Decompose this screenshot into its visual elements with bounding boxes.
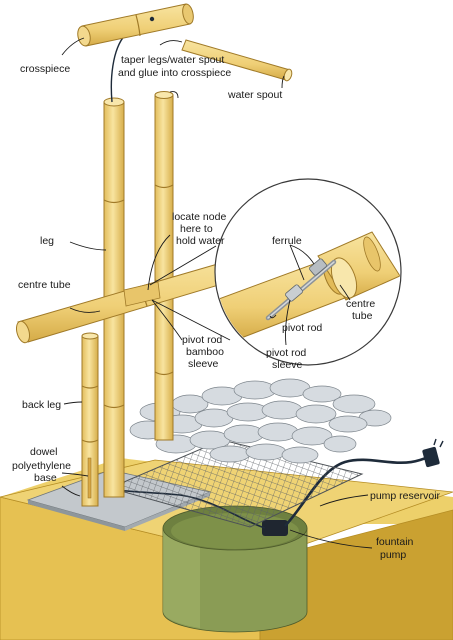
pump-reservoir bbox=[162, 505, 308, 633]
label-pivot-rod-bamboo-line3: sleeve bbox=[188, 358, 219, 370]
label-pivot-rod: pivot rod bbox=[282, 322, 322, 334]
label-leg: leg bbox=[40, 235, 54, 247]
label-centre-tube-inset-line1: centre bbox=[346, 298, 375, 310]
label-back-leg: back leg bbox=[22, 399, 61, 411]
dowel bbox=[87, 457, 92, 499]
pivot-rod-bamboo-sleeve bbox=[123, 281, 161, 307]
label-ferrule: ferrule bbox=[272, 235, 302, 247]
label-crosspiece: crosspiece bbox=[20, 63, 70, 75]
label-taper-line2: and glue into crosspiece bbox=[118, 67, 231, 79]
label-pump-reservoir: pump reservoir bbox=[370, 490, 441, 502]
pump-power-cord bbox=[284, 454, 433, 527]
water-spout bbox=[181, 39, 293, 82]
label-centre-tube: centre tube bbox=[18, 279, 71, 291]
label-pivot-rod-sleeve-line2: sleeve bbox=[272, 359, 303, 371]
label-pivot-rod-bamboo-line2: bamboo bbox=[186, 346, 224, 358]
label-fountain-line1: fountain bbox=[376, 536, 414, 548]
fountain-pump bbox=[262, 520, 288, 536]
crosspiece bbox=[77, 3, 194, 47]
pivot-rod-sleeve bbox=[285, 284, 303, 302]
label-fountain-line2: pump bbox=[380, 549, 406, 561]
detail-inset bbox=[214, 178, 402, 366]
ferrule bbox=[309, 258, 327, 276]
label-centre-tube-inset-line2: tube bbox=[352, 310, 373, 322]
label-taper-line1: taper legs/water spout bbox=[121, 54, 224, 66]
label-locate-line3: hold water bbox=[176, 235, 225, 247]
label-pivot-rod-bamboo-line1: pivot rod bbox=[182, 334, 222, 346]
label-poly-line2: base bbox=[34, 472, 57, 484]
label-locate-line1: locate node bbox=[172, 211, 226, 223]
back-leg bbox=[81, 332, 99, 507]
power-plug bbox=[422, 446, 440, 468]
label-pivot-rod-sleeve-line1: pivot rod bbox=[266, 347, 306, 359]
label-dowel: dowel bbox=[30, 446, 57, 458]
label-water-spout: water spout bbox=[227, 89, 282, 101]
right-leg bbox=[154, 91, 174, 441]
label-locate-line2: here to bbox=[180, 223, 213, 235]
label-poly-line1: polyethylene bbox=[12, 460, 71, 472]
